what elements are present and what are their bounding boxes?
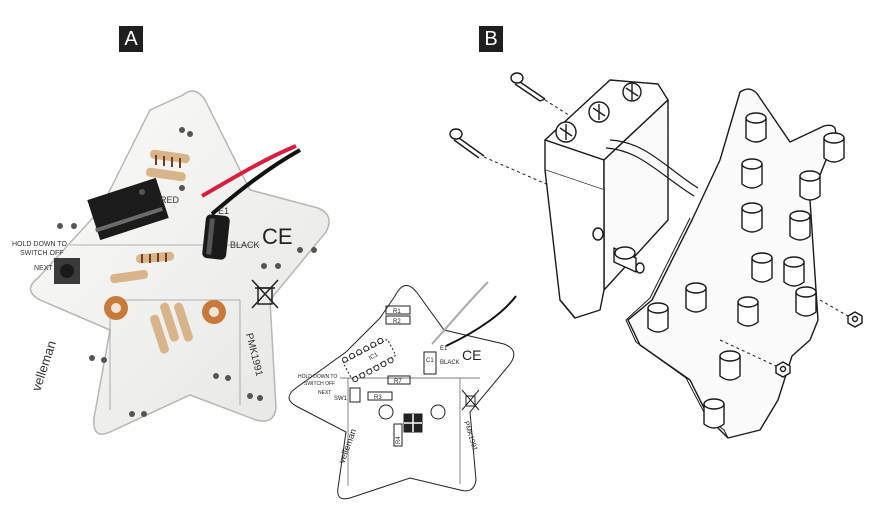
drawing-r2 [385,315,411,325]
led [783,256,805,287]
photo-label-e1: E1 [218,206,229,216]
led [823,132,845,163]
drawing-ic [341,337,397,383]
drawing-r3 [367,391,393,401]
photo-brand-text: velleman [29,339,59,393]
photo-board: CE RED E1 BLACK HOLD DOWN TO SWITCH OFF … [12,90,330,435]
photo-label-hold: HOLD DOWN TO [12,241,68,248]
drawing-r1-label: R1 [393,309,401,315]
photo-label-black: BLACK [230,240,260,250]
screw-top [510,72,546,102]
drawing-bin-icon [461,389,480,411]
drawing-r1 [385,305,411,315]
photo-label-red: RED [160,195,180,205]
photo-led-holes [57,127,317,417]
photo-label-next: NEXT [34,265,53,272]
led [751,252,773,283]
led [741,158,763,189]
drawing-sw1 [349,387,361,403]
photo-board-outline [29,90,330,435]
photo-label-switch-off: SWITCH OFF [20,250,64,257]
panel-b-label: B [479,26,503,52]
drawing-wire-black [445,295,517,347]
led-array [647,112,845,429]
drawing-black-label: BLACK [440,360,460,366]
led [703,398,725,429]
battery-holder [544,79,669,319]
drawing-pad-right [430,404,446,420]
drawing-c1-label: C1 [426,358,434,364]
panel-a-label: A [119,26,143,52]
screw-bottom [449,128,485,159]
drawing-board [288,281,517,500]
led [647,302,669,333]
drawing-r3-label: R3 [374,395,382,401]
drawing-sw1-label: SW1 [334,396,348,402]
led [795,286,817,317]
drawing-hold-label: HOLD DOWN TO [298,374,337,380]
photo-black-wire [210,148,301,216]
star-board [625,88,837,439]
photo-red-wire [201,144,297,198]
photo-resistors [110,149,193,354]
drawing-r7 [387,375,411,385]
drawing-wire-gray [431,281,489,345]
photo-capacitor [202,214,230,260]
led [719,350,741,381]
drawing-switch-off-label: SWITCH OFF [304,381,335,387]
drawing-next-label: NEXT [318,390,331,396]
photo-bin-icon [251,279,279,309]
drawing-board-outline [288,285,515,500]
led [745,112,767,143]
drawing-r4 [393,423,403,447]
led [741,202,763,233]
led [737,296,759,327]
drawing-r7-label: R7 [394,379,402,385]
led [799,170,821,201]
led [685,282,707,313]
drawing-e1-label: E1 [440,346,448,352]
drawing-ic1-label: IC1 [368,352,380,362]
nut-right [847,311,863,328]
drawing-pad-left [378,404,394,420]
photo-ic-chip [87,177,169,241]
nut-bottom [775,361,791,378]
drawing-c1 [423,351,437,375]
photo-ce-mark: CE [262,224,293,249]
drawing-ce-mark: CE [462,347,481,363]
exploded-view [449,72,863,439]
drawing-r4-label: R4 [396,436,402,444]
led [789,210,811,241]
drawing-r2-label: R2 [393,319,401,325]
